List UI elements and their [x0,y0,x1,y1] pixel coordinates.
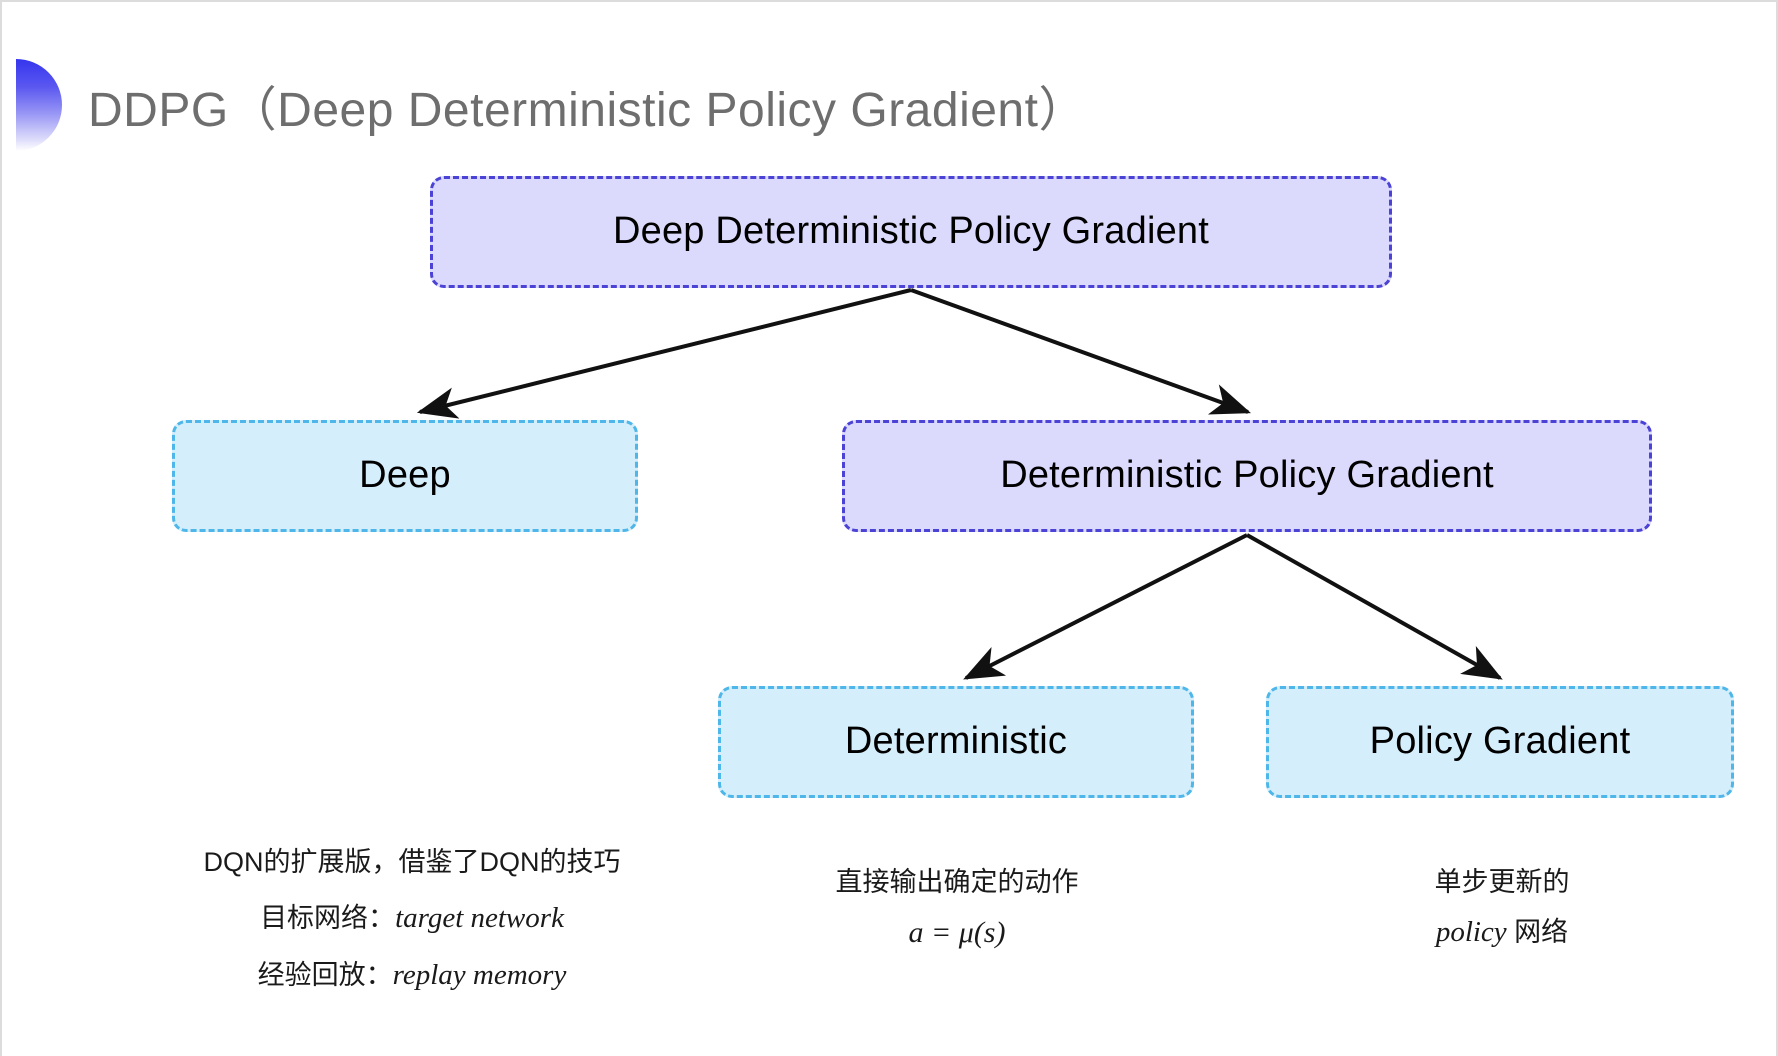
node-root-label: Deep Deterministic Policy Gradient [612,210,1210,253]
annotation-deep-line-2: 目标网络：target network [122,896,702,941]
node-deep[interactable]: Deep [172,420,638,532]
annotation-policy-gradient-line-1: 单步更新的 [1434,867,1570,897]
node-dpg-label: Deterministic Policy Gradient [1000,454,1494,497]
node-deep-label: Deep [359,454,451,497]
node-policy-gradient[interactable]: Policy Gradient [1266,686,1734,798]
node-root[interactable]: Deep Deterministic Policy Gradient [430,176,1392,288]
annotation-deep-line-3-em: replay memory [392,958,567,991]
edge-dpg-to-policy-gradient [1246,533,1503,680]
page-title: DDPG（Deep Deterministic Policy Gradient） [88,84,1087,137]
annotation-deep-line-2-em: target network [395,901,564,934]
annotation-policy-gradient-tail: 网络 [1506,916,1569,947]
annotation-deterministic-formula: a = μ(s) [908,915,1006,949]
annotation-deterministic-line-1: 直接输出确定的动作 [835,867,1079,897]
node-deterministic-policy-gradient[interactable]: Deterministic Policy Gradient [842,420,1652,532]
annotation-deep-line-3-cn: 经验回放： [257,959,393,990]
annotation-deep: DQN的扩展版，借鉴了DQN的技巧 目标网络：target network 经验… [122,842,702,998]
annotation-deterministic: 直接输出确定的动作 a = μ(s) [707,862,1207,956]
annotation-deep-line-1: DQN的扩展版，借鉴了DQN的技巧 [203,847,621,877]
edge-root-to-deep [416,288,912,419]
annotation-deep-line-2-cn: 目标网络： [260,902,396,933]
node-deterministic-label: Deterministic [844,720,1068,763]
annotation-policy-gradient-line-2: policy 网络 [1257,910,1747,955]
node-policy-gradient-label: Policy Gradient [1369,720,1631,763]
annotation-policy-gradient: 单步更新的 policy 网络 [1257,862,1747,955]
node-deterministic[interactable]: Deterministic [718,686,1194,798]
annotation-deep-line-3: 经验回放：replay memory [122,953,702,998]
edge-root-to-dpg [910,288,1252,415]
edge-dpg-to-deterministic [963,533,1248,680]
annotation-policy-gradient-em: policy [1435,915,1507,948]
